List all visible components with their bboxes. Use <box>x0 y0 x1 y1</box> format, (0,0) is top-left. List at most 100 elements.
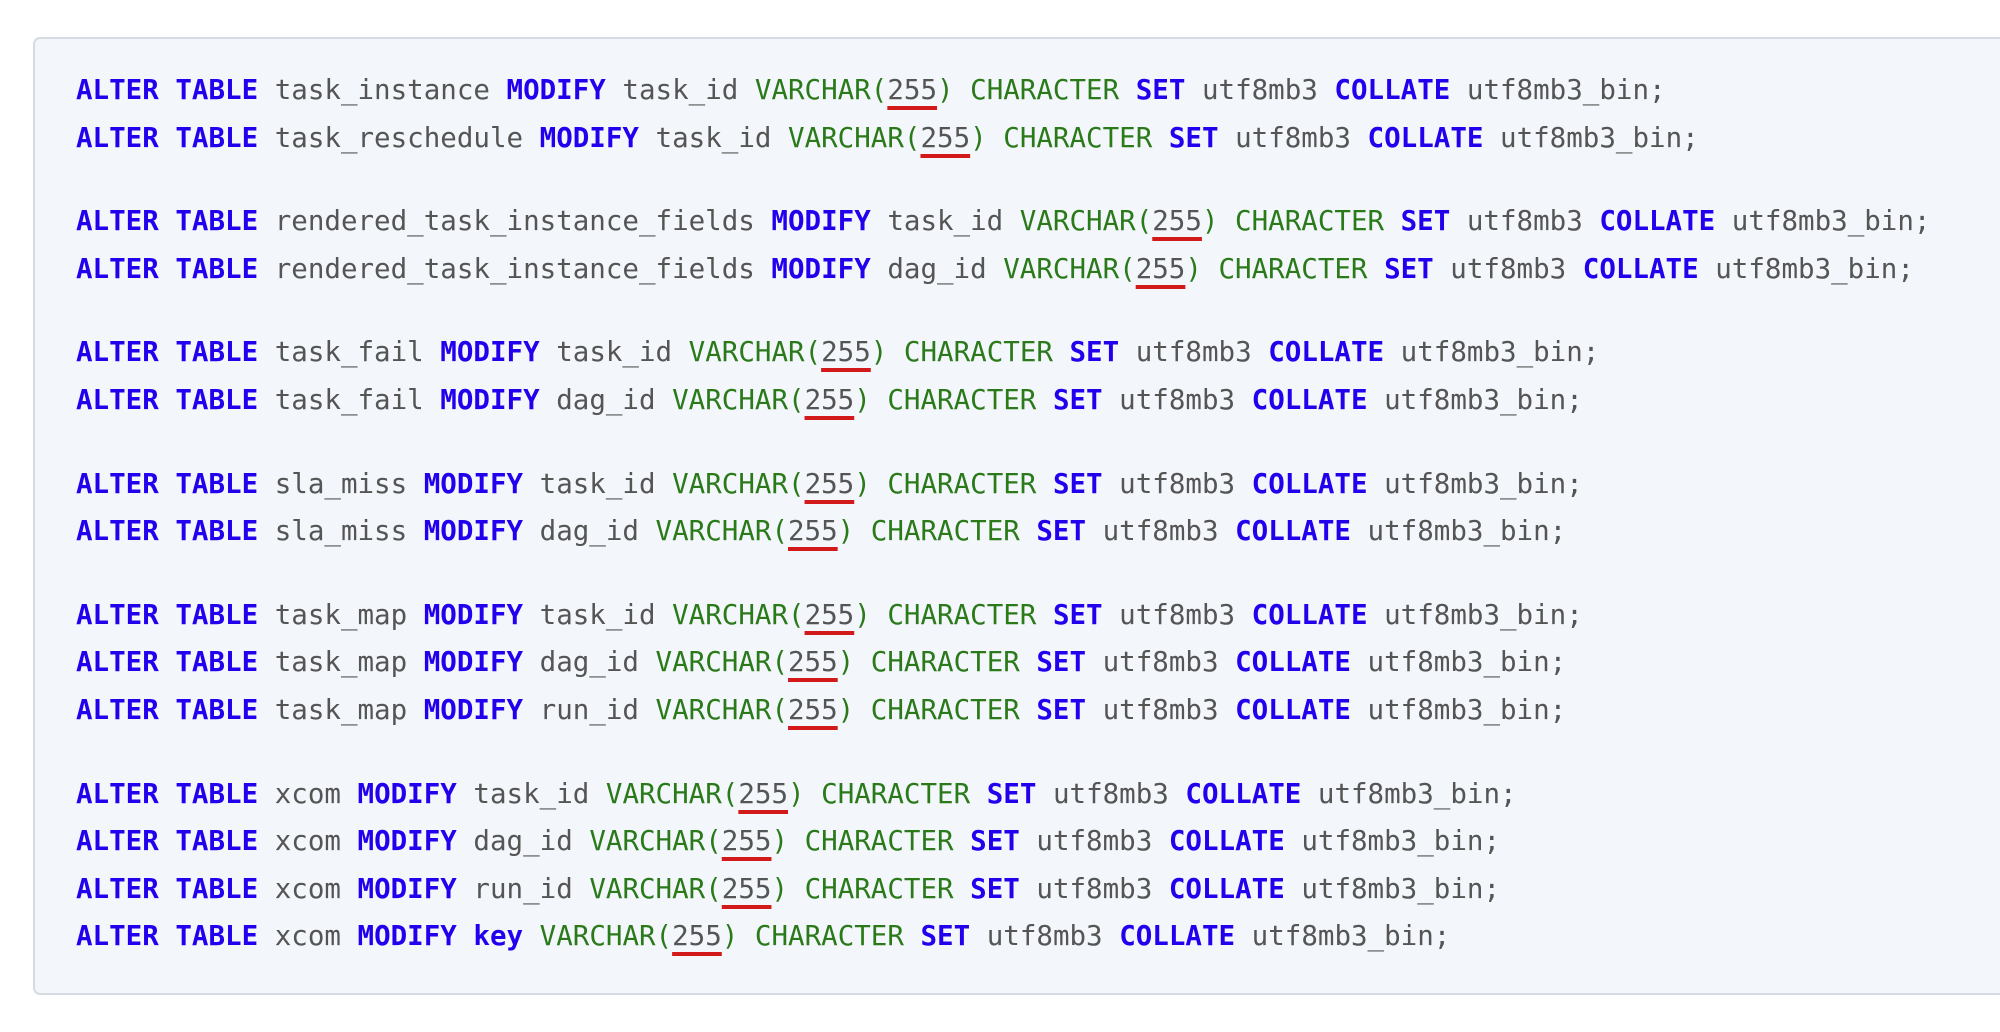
keyword-modify: MODIFY <box>771 252 871 285</box>
keyword-collate: COLLATE <box>1334 74 1451 106</box>
keyword-set: SET <box>1052 598 1103 631</box>
keyword-table: TABLE <box>175 693 259 726</box>
charset-name: utf8mb3 <box>1235 121 1351 154</box>
type-character: CHARACTER <box>903 336 1053 369</box>
varchar-size: 255 <box>821 336 871 369</box>
table-name: task_map <box>274 598 408 631</box>
type-close-paren: ) <box>854 598 871 631</box>
type-varchar: VARCHAR( <box>589 872 722 905</box>
keyword-modify: MODIFY <box>423 515 524 548</box>
varchar-size: 255 <box>672 920 722 953</box>
column-name: task_id <box>539 598 656 631</box>
varchar-size: 255 <box>804 467 855 500</box>
keyword-collate: COLLATE <box>1268 336 1385 369</box>
code-line: ALTER TABLE task_reschedule MODIFY task_… <box>76 115 1930 163</box>
varchar-size: 255 <box>1135 252 1186 285</box>
type-character: CHARACTER <box>887 467 1037 500</box>
keyword-table: TABLE <box>175 383 259 416</box>
keyword-modify: MODIFY <box>357 872 457 905</box>
column-name: task_id <box>655 121 772 154</box>
collation-name: utf8mb3_bin; <box>1384 383 1583 416</box>
code-line: ALTER TABLE task_fail MODIFY dag_id VARC… <box>76 377 1930 425</box>
type-varchar: VARCHAR( <box>1019 205 1153 238</box>
keyword-alter: ALTER <box>76 777 159 810</box>
keyword-modify: MODIFY <box>423 598 524 631</box>
keyword-modify: MODIFY <box>506 74 606 106</box>
varchar-size: 255 <box>804 598 855 631</box>
keyword-collate: COLLATE <box>1168 825 1285 858</box>
charset-name: utf8mb3 <box>1119 383 1236 416</box>
type-close-paren: ) <box>1185 252 1202 285</box>
keyword-modify: MODIFY <box>357 825 457 858</box>
table-name: task_fail <box>274 336 424 369</box>
keyword-table: TABLE <box>175 74 259 106</box>
keyword-modify: MODIFY <box>357 777 457 810</box>
keyword-collate: COLLATE <box>1251 467 1368 500</box>
code-line: ALTER TABLE rendered_task_instance_field… <box>76 198 1930 246</box>
type-varchar: VARCHAR( <box>589 825 722 858</box>
type-close-paren: ) <box>721 920 739 953</box>
table-name: xcom <box>274 920 341 953</box>
keyword-collate: COLLATE <box>1251 598 1368 631</box>
keyword-table: TABLE <box>175 825 259 858</box>
table-name: task_instance <box>274 74 490 106</box>
keyword-collate: COLLATE <box>1235 646 1351 679</box>
type-character: CHARACTER <box>1218 252 1368 285</box>
code-line: ALTER TABLE xcom MODIFY task_id VARCHAR(… <box>76 771 1930 819</box>
keyword-collate: COLLATE <box>1168 872 1285 905</box>
keyword-set: SET <box>1036 646 1087 679</box>
charset-name: utf8mb3 <box>1036 872 1153 905</box>
keyword-modify: MODIFY <box>440 336 540 369</box>
keyword-table: TABLE <box>175 646 259 679</box>
collation-name: utf8mb3_bin; <box>1500 121 1699 154</box>
column-name: dag_id <box>539 646 639 679</box>
collation-name: utf8mb3_bin; <box>1715 252 1914 285</box>
charset-name: utf8mb3 <box>1450 252 1567 285</box>
type-varchar: VARCHAR( <box>539 920 673 953</box>
keyword-alter: ALTER <box>76 383 159 416</box>
keyword-set: SET <box>1069 336 1120 369</box>
table-name: xcom <box>274 872 341 905</box>
code-line: ALTER TABLE sla_miss MODIFY dag_id VARCH… <box>76 508 1930 556</box>
charset-name: utf8mb3 <box>1135 336 1252 369</box>
collation-name: utf8mb3_bin; <box>1251 920 1451 953</box>
column-name: key <box>473 920 524 953</box>
type-varchar: VARCHAR( <box>655 693 788 726</box>
keyword-table: TABLE <box>175 920 259 953</box>
column-name: dag_id <box>473 825 573 858</box>
keyword-table: TABLE <box>175 777 259 810</box>
code-line: ALTER TABLE task_map MODIFY task_id VARC… <box>76 592 1930 640</box>
keyword-table: TABLE <box>175 872 259 905</box>
keyword-alter: ALTER <box>76 205 159 238</box>
column-name: task_id <box>622 74 739 106</box>
keyword-set: SET <box>1135 74 1186 106</box>
type-close-paren: ) <box>837 515 855 548</box>
varchar-size: 255 <box>920 121 971 154</box>
keyword-set: SET <box>920 920 971 953</box>
code-line: ALTER TABLE xcom MODIFY dag_id VARCHAR(2… <box>76 818 1930 866</box>
blank-line <box>76 735 1930 771</box>
keyword-table: TABLE <box>175 121 259 154</box>
type-character: CHARACTER <box>870 646 1020 679</box>
type-varchar: VARCHAR( <box>1003 252 1136 285</box>
type-close-paren: ) <box>854 467 871 500</box>
type-close-paren: ) <box>937 74 954 106</box>
table-name: xcom <box>274 777 341 810</box>
keyword-set: SET <box>1036 693 1087 726</box>
table-name: task_fail <box>274 383 424 416</box>
keyword-alter: ALTER <box>76 515 159 548</box>
keyword-set: SET <box>1052 467 1103 500</box>
keyword-modify: MODIFY <box>357 920 457 953</box>
collation-name: utf8mb3_bin; <box>1367 693 1567 726</box>
collation-name: utf8mb3_bin; <box>1384 598 1583 631</box>
type-varchar: VARCHAR( <box>688 336 822 369</box>
keyword-set: SET <box>1052 383 1103 416</box>
keyword-modify: MODIFY <box>539 121 639 154</box>
keyword-alter: ALTER <box>76 693 159 726</box>
keyword-table: TABLE <box>175 205 259 238</box>
charset-name: utf8mb3 <box>1119 598 1236 631</box>
keyword-table: TABLE <box>175 467 259 500</box>
varchar-size: 255 <box>721 825 772 858</box>
type-character: CHARACTER <box>887 598 1037 631</box>
collation-name: utf8mb3_bin; <box>1731 205 1931 238</box>
